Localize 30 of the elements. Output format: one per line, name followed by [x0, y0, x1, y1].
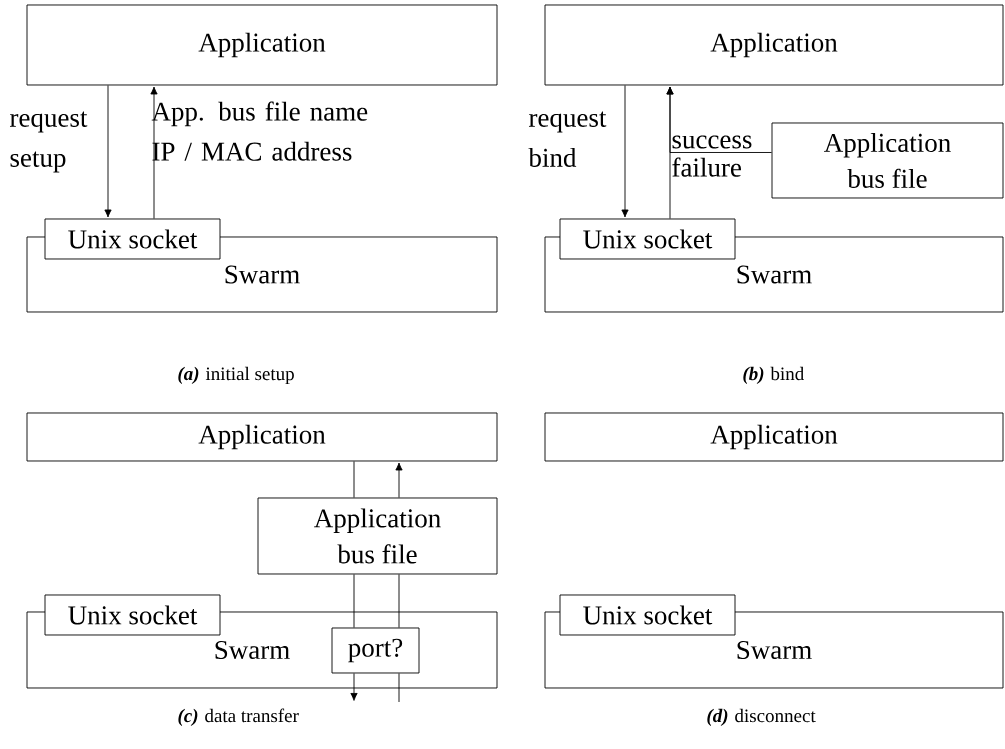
caption: data transfer	[205, 708, 299, 723]
socket-box: Unix socket	[559, 218, 736, 260]
socket-box: Unix socket	[559, 594, 736, 636]
application-box: Application	[26, 4, 498, 86]
socket-box: Unix socket	[44, 218, 221, 260]
file-box: Application bus file	[771, 122, 1004, 199]
caption-letter: (c)	[178, 708, 198, 727]
caption-letter: (a)	[178, 366, 199, 385]
arrow	[621, 85, 629, 218]
application-box: Application	[544, 412, 1004, 462]
application-box: Application	[26, 412, 498, 462]
arrow	[666, 86, 772, 153]
port-box: port?	[331, 627, 420, 674]
file-box: Application bus file	[257, 497, 498, 575]
caption: disconnect	[735, 708, 816, 723]
caption-letter: (d)	[707, 708, 728, 727]
arrow	[350, 673, 358, 701]
socket-box: Unix socket	[44, 594, 221, 636]
arrow	[395, 462, 403, 498]
caption-letter: (b)	[743, 366, 764, 385]
caption: bind	[770, 366, 804, 381]
status-label: failure	[672, 157, 741, 177]
edge-label: success	[672, 135, 752, 149]
arrow	[104, 85, 112, 218]
edge-label: request bind	[528, 111, 607, 167]
edge-label: request setup	[10, 111, 88, 173]
caption: initial setup	[205, 366, 294, 385]
application-box: Application	[544, 4, 1004, 86]
edge-label: App. bus file name IP / MAC address	[151, 101, 368, 161]
arrow	[150, 86, 158, 219]
